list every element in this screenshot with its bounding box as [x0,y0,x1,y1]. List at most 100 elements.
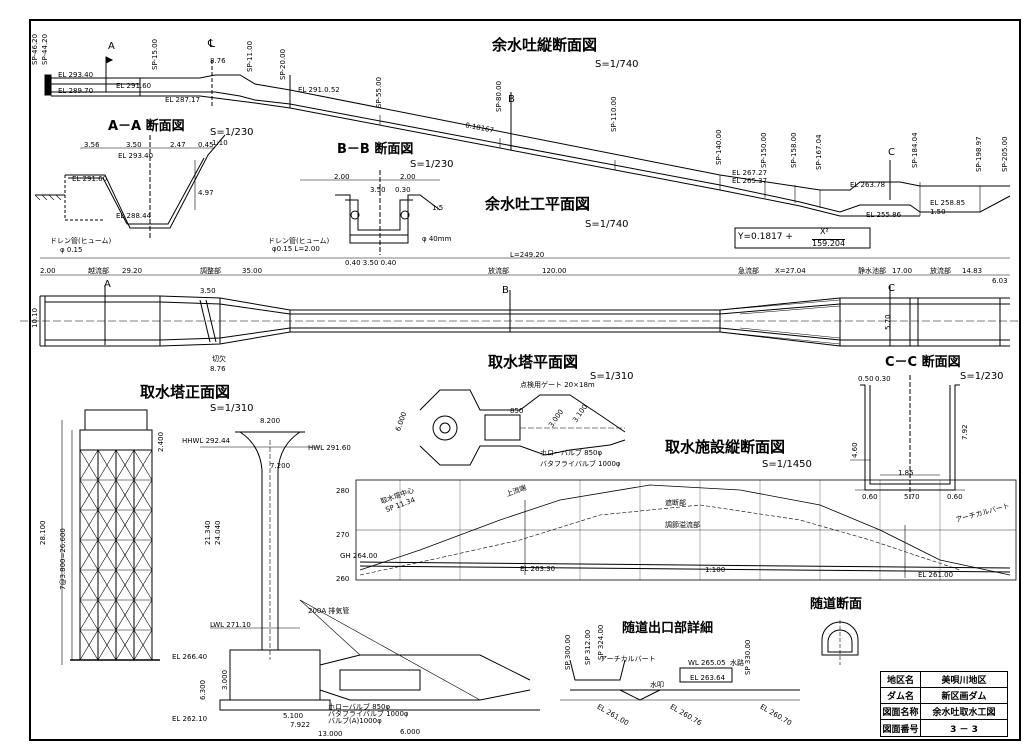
outlet-wl: WL 265.05 [688,659,726,667]
intake-profile-scale: S=1/1450 [762,459,812,470]
cc-dim: 0.50 [858,375,874,383]
plan-zone: 放流部 [488,267,509,275]
intake-profile-drawing [355,479,1017,581]
plan-section-b: B [502,285,509,296]
profile-el-label: EL 258.85 [930,199,966,207]
section-marker-c: C [888,147,895,158]
tower-dim: 7.200 [270,462,291,470]
profile-sp-label: SP-80.00 [495,80,503,112]
section-marker-a: A [108,41,115,52]
plan-zone: 越流部 [88,267,109,275]
tplan-gate: 点検用ゲート 20×18m [520,381,595,389]
aa-section-drawing [34,134,226,240]
bb-dim: 0.30 [395,186,411,194]
title-block-value: 美唄川地区 [941,676,987,686]
title-block-key: 地区名 [881,672,921,687]
bb-dim: 2.00 [334,173,350,181]
plan-zone: 放流部 [930,267,951,275]
cc-dim: 0.30 [875,375,891,383]
bb-dim: 0.40 3.50 0.40 [345,259,397,267]
intake-tower-plan-scale: S=1/310 [590,371,634,382]
plan-dim: 120.00 [542,267,567,275]
profile-sp-label: SP-205.00 [1001,136,1009,172]
bb-dim: 2.00 [400,173,416,181]
outlet-sp: SP 312.00 [584,629,592,665]
profile-sp-label: SP-198.97 [975,136,983,172]
profile-dim: 8.76 [210,57,226,65]
bb-section-title: B－B 断面図 [337,142,414,157]
bb-drain: ドレン管(ヒューム) [268,237,330,245]
tower-dim: 8.200 [260,417,281,425]
aa-el: EL 293.40 [118,152,154,160]
profile-el-label: EL 263.78 [850,181,886,189]
aa-ratio: 1:10 [212,139,228,147]
tower-dim: 13.000 [318,730,343,738]
profile-sp-label: SP-20.00 [279,48,287,80]
profile-el-label: EL 289.70 [58,87,94,95]
plan-zone: 急流部 [738,267,759,275]
cc-section-title: C－C 断面図 [885,355,961,370]
profile-sp-label: SP-140.00 [715,129,723,165]
cc-dim: 0.60 [947,493,963,501]
title-block-value: 新区画ダム [941,692,987,702]
tower-valve: バルブ(A)1000φ [328,717,382,725]
plan-dim: 2.00 [40,267,56,275]
intake-tower-section-drawing [200,431,540,711]
tower-dim: 21.340 [204,520,212,546]
outlet-note: アーチカルバート [600,655,656,663]
tunnel-section-title: 随道断面 [810,597,863,612]
aa-drain: ドレン管(ヒューム) [50,237,112,245]
profile2-note: 遮断部 [665,499,686,507]
tplan-dim: 850 [510,407,524,415]
profile-sp-label: SP-44.20 [41,33,49,65]
profile2-gradient: 1:100 [705,566,726,574]
profile2-axis-tick: 280 [336,487,350,495]
title-block-key: 図面番号 [881,720,921,736]
plan-dim: 35.00 [242,267,263,275]
title-block-key: ダム名 [881,688,921,703]
profile-el-label: EL 291.0.52 [298,86,340,94]
plan-width: 5.70 [884,314,892,330]
profile-sp-label: SP-184.04 [911,132,919,168]
tower-pitch: 7@3.800=26.600 [59,528,67,590]
intake-profile-title: 取水施設縦断面図 [665,438,786,456]
profile2-axis-tick: 270 [336,531,350,539]
cc-section-drawing [850,375,965,500]
plan-width: 3.50 [200,287,216,295]
weir-block [44,74,52,96]
bb-dim: 3.50 [370,186,386,194]
outlet-note: 水叩 [650,681,664,689]
bb-pipe: φ 40mm [422,235,452,243]
profile-sp-label: SP-11.00 [246,40,254,72]
spillway-plan-drawing [20,257,1020,347]
tower-valve: バタフライバルブ 1000φ [328,710,409,718]
plan-zone: 静水池部 [858,267,886,275]
centerline-symbol: ℄ [208,37,216,50]
tower-valve: ホローバルブ 850φ [328,703,391,711]
bb-ratio: 1:5 [432,204,444,212]
section-marker-b: B [508,94,515,105]
aa-dim: 3.56 [84,141,100,149]
tower-dim: 3.000 [221,669,229,690]
profile-el-label: EL 293.40 [58,71,94,79]
aa-section-title: A－A 断面図 [108,119,185,134]
profile2-el: EL 261.00 [918,571,954,579]
spillway-profile-drawing [44,56,1011,249]
profile-dim: 1.50 [930,208,946,216]
plan-width: 8.76 [210,365,226,373]
cc-dim: 1.85 [898,469,914,477]
title-block-value: 余水吐取水工図 [932,708,996,718]
tower-dim: 24.040 [214,520,222,546]
outlet-note: 水路 [730,659,744,667]
aa-drain: φ 0.15 [60,246,83,254]
aa-dim: 2.47 [170,141,186,149]
profile2-gh: GH 264.00 [340,552,378,560]
outlet-sp: SP 330.00 [744,639,752,675]
formula-numerator: X² [820,227,829,236]
spillway-plan-scale: S=1/740 [585,219,629,230]
aa-ratio: 4.97 [198,189,214,197]
tower-wl: HWL 291.60 [308,444,351,452]
title-block-row: ダム名 新区画ダム [881,688,1007,704]
bb-drain: φ0.15 L=2.00 [272,245,320,253]
tower-dim: 2.400 [157,431,165,452]
